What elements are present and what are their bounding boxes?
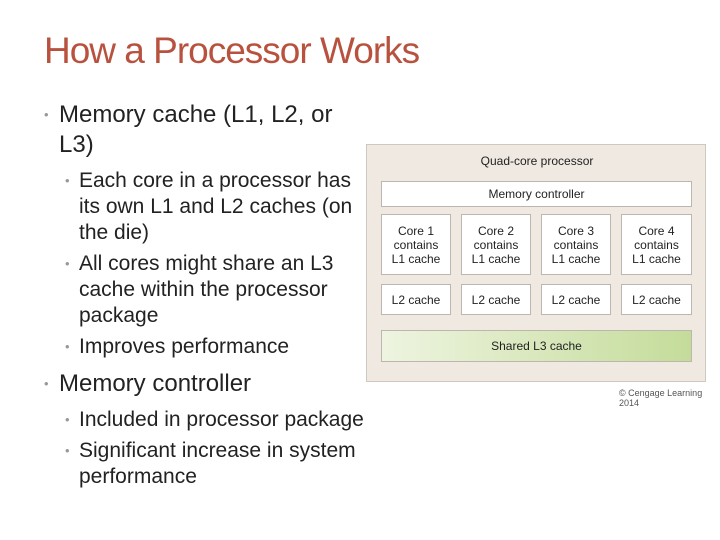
- shared-l3-cache-box: Shared L3 cache: [381, 330, 692, 362]
- sub-bullet: • Included in processor package: [30, 407, 370, 433]
- sub-bullet-text: Each core in a processor has its own L1 …: [79, 169, 353, 244]
- bullet-dot-icon: •: [65, 256, 70, 271]
- sub-bullet: • Improves performance: [30, 334, 370, 360]
- core-line: L1 cache: [632, 251, 681, 266]
- l2-cache-box: L2 cache: [461, 284, 531, 315]
- sub-bullet: • Significant increase in system perform…: [30, 438, 370, 490]
- core-label: Core 3 contains L1 cache: [552, 224, 601, 266]
- l2-cache-box: L2 cache: [621, 284, 692, 315]
- core-line: Core 4: [638, 223, 675, 238]
- core-line: L1 cache: [551, 251, 601, 266]
- sub-bullet-text: Included in processor package: [79, 408, 364, 431]
- slide-title: How a Processor Works: [44, 30, 420, 71]
- core-label: Core 4 contains L1 cache: [632, 224, 681, 266]
- bullet-memory-controller: • Memory controller: [30, 369, 370, 399]
- bullet-text: Memory controller: [59, 370, 252, 397]
- core-line: Core 2: [477, 223, 514, 238]
- core-box: Core 4 contains L1 cache: [621, 214, 692, 275]
- core-line: L1 cache: [391, 251, 441, 266]
- bullet-dot-icon: •: [44, 376, 49, 391]
- core-box: Core 2 contains L1 cache: [461, 214, 531, 275]
- core-line: L1 cache: [471, 251, 521, 266]
- core-line: contains: [634, 237, 679, 252]
- core-box: Core 1 contains L1 cache: [381, 214, 451, 275]
- copyright-note: © Cengage Learning 2014: [619, 388, 703, 408]
- core-label: Core 1 contains L1 cache: [392, 224, 441, 266]
- l2-cache-box: L2 cache: [381, 284, 451, 315]
- bullet-memory-cache: • Memory cache (L1, L2, or L3): [30, 100, 370, 160]
- bullet-dot-icon: •: [65, 339, 70, 354]
- core-line: contains: [393, 237, 439, 252]
- sub-bullet-text: Improves performance: [79, 335, 290, 358]
- sub-bullet-text: Significant increase in system performan…: [79, 439, 356, 488]
- sub-bullet: • All cores might share an L3 cache with…: [30, 251, 370, 329]
- core-line: Core 1: [397, 223, 434, 238]
- core-line: contains: [553, 237, 599, 252]
- bullet-dot-icon: •: [65, 443, 70, 458]
- core-line: Core 3: [557, 223, 594, 238]
- quad-core-diagram: Quad-core processor Memory controller Co…: [366, 144, 706, 382]
- sub-bullet: • Each core in a processor has its own L…: [30, 168, 370, 246]
- bullet-text: Memory cache (L1, L2, or L3): [59, 101, 333, 158]
- core-box: Core 3 contains L1 cache: [541, 214, 611, 275]
- bullet-list: • Memory cache (L1, L2, or L3) • Each co…: [30, 100, 370, 495]
- diagram-title: Quad-core processor: [480, 154, 594, 168]
- memory-controller-box: Memory controller: [381, 181, 692, 207]
- bullet-dot-icon: •: [65, 173, 70, 188]
- bullet-dot-icon: •: [44, 107, 49, 122]
- l2-cache-box: L2 cache: [541, 284, 611, 315]
- sub-bullet-text: All cores might share an L3 cache within…: [79, 252, 334, 327]
- core-label: Core 2 contains L1 cache: [472, 224, 521, 266]
- core-line: contains: [473, 237, 519, 252]
- bullet-dot-icon: •: [65, 412, 70, 427]
